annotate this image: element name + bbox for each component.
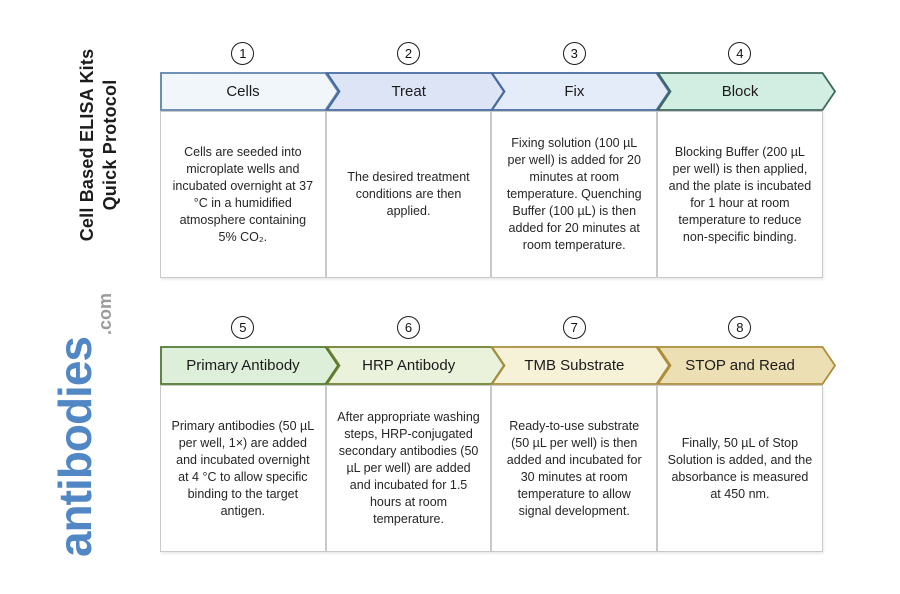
- step-6-number-badge: 6: [397, 316, 421, 339]
- step-2-number-badge: 2: [397, 42, 421, 65]
- title-line-1: Cell Based ELISA Kits: [77, 48, 97, 242]
- step-8-banner: STOP and Read: [656, 346, 837, 385]
- step-7-label: TMB Substrate: [524, 357, 625, 374]
- step-column-5: 5 Primary Antibody Primary antibodies (5…: [160, 316, 340, 552]
- step-2-description: The desired treatment conditions are the…: [347, 170, 470, 218]
- step-4-description-box: Blocking Buffer (200 µL per well) is the…: [657, 111, 823, 278]
- step-1-label: Cells: [226, 83, 260, 100]
- step-2-number: 2: [404, 46, 413, 61]
- step-5-number: 5: [239, 320, 247, 335]
- step-3-number: 3: [570, 46, 578, 61]
- step-1-banner: Cells: [160, 72, 340, 111]
- step-6-description: After appropriate washing steps, HRP-con…: [337, 410, 480, 526]
- step-column-2: 2 Treat The desired treatment conditions…: [324, 42, 505, 278]
- step-column-6: 6 HRP Antibody After appropriate washing…: [324, 316, 505, 552]
- vertical-title: Cell Based ELISA Kits Quick Protocol: [76, 30, 122, 260]
- step-2-description-box: The desired treatment conditions are the…: [325, 111, 492, 278]
- step-8-description: Finally, 50 µL of Stop Solution is added…: [667, 435, 813, 501]
- step-4-description: Blocking Buffer (200 µL per well) is the…: [668, 144, 812, 244]
- step-column-1: 1 Cells Cells are seeded into microplate…: [160, 42, 340, 278]
- step-column-8: 8 STOP and Read Finally, 50 µL of Stop S…: [656, 316, 837, 552]
- chevron-banner-icon: [324, 346, 505, 385]
- step-1-description-box: Cells are seeded into microplate wells a…: [160, 111, 326, 278]
- step-3-description: Fixing solution (100 µL per well) is add…: [506, 136, 642, 252]
- step-6-label: HRP Antibody: [362, 357, 456, 374]
- step-3-number-badge: 3: [562, 42, 586, 65]
- step-2-banner: Treat: [324, 72, 505, 111]
- step-6-number: 6: [404, 320, 413, 335]
- step-1-number-badge: 1: [231, 42, 255, 65]
- step-8-label: STOP and Read: [685, 357, 795, 374]
- step-2-label: Treat: [391, 83, 426, 100]
- step-7-number-badge: 7: [562, 316, 586, 339]
- chevron-banner-icon: [160, 346, 340, 385]
- step-7-number: 7: [570, 320, 578, 335]
- step-column-3: 3 Fix Fixing solution (100 µL per well) …: [490, 42, 671, 278]
- step-column-7: 7 TMB Substrate Ready-to-use substrate (…: [490, 316, 671, 552]
- step-4-label: Block: [721, 83, 759, 100]
- step-3-label: Fix: [564, 83, 585, 100]
- chevron-banner-icon: [656, 72, 837, 111]
- step-4-number: 4: [736, 46, 744, 61]
- brand-logo-text: antibodies: [49, 337, 101, 558]
- step-column-4: 4 Block Blocking Buffer (200 µL per well…: [656, 42, 837, 278]
- step-5-number-badge: 5: [231, 316, 255, 339]
- step-7-description-box: Ready-to-use substrate (50 µL per well) …: [491, 385, 658, 552]
- chevron-banner-icon: [656, 346, 837, 385]
- title-line-2: Quick Protocol: [100, 79, 121, 211]
- step-5-banner: Primary Antibody: [160, 346, 340, 385]
- step-5-description-box: Primary antibodies (50 µL per well, 1×) …: [160, 385, 326, 552]
- chevron-banner-icon: [490, 72, 671, 111]
- step-3-banner: Fix: [490, 72, 671, 111]
- chevron-banner-icon: [160, 72, 340, 111]
- step-4-banner: Block: [656, 72, 837, 111]
- chevron-banner-icon: [490, 346, 671, 385]
- step-7-banner: TMB Substrate: [490, 346, 671, 385]
- step-8-number: 8: [736, 320, 744, 335]
- step-7-description: Ready-to-use substrate (50 µL per well) …: [506, 418, 642, 518]
- brand-logo: antibodies.com: [48, 285, 115, 565]
- steps-row-2: 5 Primary Antibody Primary antibodies (5…: [160, 316, 837, 552]
- step-6-banner: HRP Antibody: [324, 346, 505, 385]
- step-5-label: Primary Antibody: [186, 357, 300, 374]
- step-8-number-badge: 8: [728, 316, 752, 339]
- step-1-description: Cells are seeded into microplate wells a…: [172, 144, 314, 244]
- step-4-number-badge: 4: [728, 42, 752, 65]
- step-6-description-box: After appropriate washing steps, HRP-con…: [325, 385, 492, 552]
- step-8-description-box: Finally, 50 µL of Stop Solution is added…: [657, 385, 823, 552]
- brand-logo-suffix: .com: [95, 292, 115, 335]
- chevron-banner-icon: [324, 72, 505, 111]
- steps-row-1: 1 Cells Cells are seeded into microplate…: [160, 42, 837, 278]
- step-1-number: 1: [239, 46, 247, 61]
- step-3-description-box: Fixing solution (100 µL per well) is add…: [491, 111, 658, 278]
- step-5-description: Primary antibodies (50 µL per well, 1×) …: [171, 418, 315, 518]
